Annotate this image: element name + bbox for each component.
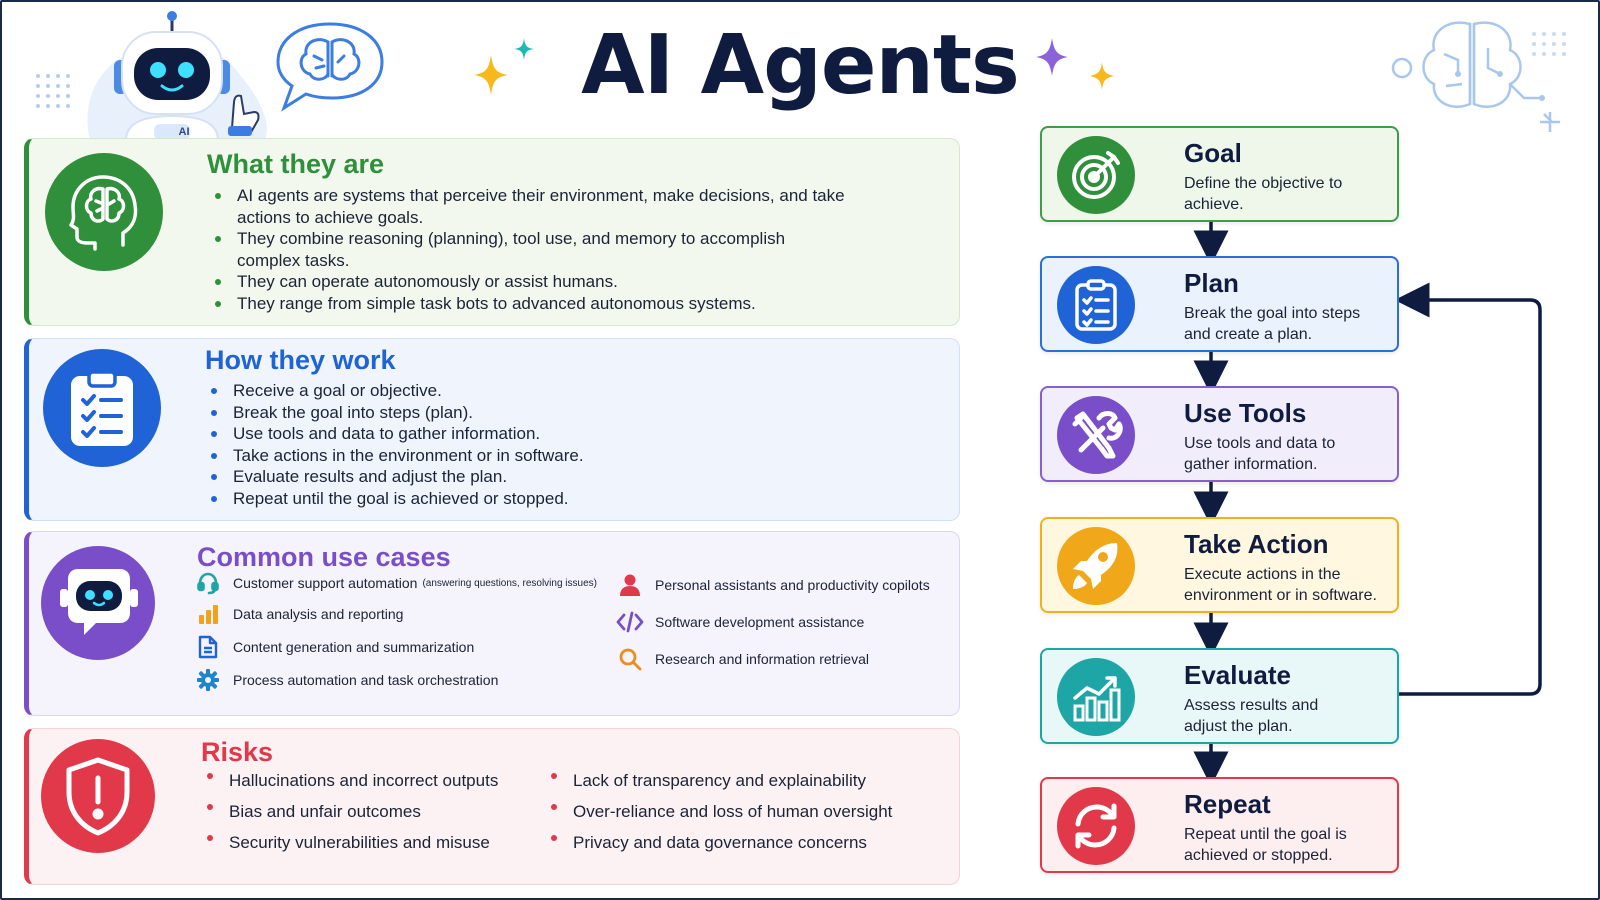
list-item: Over-reliance and loss of human oversigh… [545, 796, 945, 827]
sparkle-icon [474, 55, 508, 95]
step-description: Break the goal into steps and create a p… [1184, 305, 1361, 343]
step-description: Execute actions in the environment or in… [1184, 566, 1377, 604]
step-title: Take Action [1184, 529, 1329, 559]
step-description: Use tools and data to gather information… [1184, 435, 1336, 473]
brain-speech-bubble-icon [276, 22, 384, 112]
gear-icon [193, 667, 223, 693]
use-case-note: (answering questions, resolving issues) [422, 577, 597, 589]
clipboard-checklist-icon [43, 349, 161, 467]
code-icon [615, 609, 645, 635]
rocket-icon [1057, 527, 1135, 605]
flow-step-take-action: Take Action Execute actions in the envir… [1040, 517, 1399, 613]
what-they-are-title: What they are [207, 149, 385, 179]
list-item: They range from simple task bots to adva… [209, 293, 849, 315]
use-case-label: Process automation and task orchestratio… [233, 672, 499, 688]
sparkle-icon [1036, 38, 1068, 76]
headset-icon [193, 570, 223, 596]
list-item: Evaluate results and adjust the plan. [205, 466, 845, 488]
step-title: Goal [1184, 138, 1242, 168]
risks-title: Risks [201, 737, 274, 767]
use-case-item: Research and information retrieval [615, 646, 869, 672]
risks-list-left: Hallucinations and incorrect outputs Bia… [201, 765, 541, 858]
person-icon [615, 572, 645, 598]
flow-step-plan: Plan Break the goal into steps and creat… [1040, 256, 1399, 352]
circuit-brain-icon [1391, 21, 1566, 132]
bar-chart-icon [193, 601, 223, 627]
use-cases-panel: Common use cases Customer support automa… [24, 531, 960, 716]
flow-step-repeat: Repeat Repeat until the goal is achieved… [1040, 777, 1399, 873]
how-they-work-list: Receive a goal or objective. Break the g… [205, 380, 845, 509]
list-item: Repeat until the goal is achieved or sto… [205, 488, 845, 510]
list-item: Privacy and data governance concerns [545, 827, 945, 858]
use-case-label: Data analysis and reporting [233, 606, 404, 622]
list-item: Lack of transparency and explainability [545, 765, 945, 796]
use-case-item: Personal assistants and productivity cop… [615, 572, 930, 598]
flow-step-goal: Goal Define the objective to achieve. [1040, 126, 1399, 222]
document-icon [193, 634, 223, 660]
step-title: Plan [1184, 268, 1239, 298]
use-case-item: Data analysis and reporting [193, 601, 403, 627]
step-description: Repeat until the goal is achieved or sto… [1184, 826, 1347, 864]
cycle-arrows-icon [1057, 787, 1135, 865]
flow-step-use-tools: Use Tools Use tools and data to gather i… [1040, 386, 1399, 482]
risks-panel: Risks Hallucinations and incorrect outpu… [24, 728, 960, 885]
step-title: Repeat [1184, 789, 1271, 819]
risks-list-right: Lack of transparency and explainability … [545, 765, 945, 858]
list-item: Bias and unfair outcomes [201, 796, 541, 827]
how-they-work-title: How they work [205, 345, 396, 375]
growth-chart-icon [1057, 658, 1135, 736]
step-title: Use Tools [1184, 398, 1307, 428]
list-item: They can operate autonomously or assist … [209, 271, 849, 293]
list-item: Break the goal into steps (plan). [205, 402, 845, 424]
step-title: Evaluate [1184, 660, 1291, 690]
use-cases-title: Common use cases [197, 542, 451, 572]
target-icon [1057, 136, 1135, 214]
list-item: They combine reasoning (planning), tool … [209, 228, 849, 271]
how-they-work-panel: How they work Receive a goal or objectiv… [24, 338, 960, 521]
flow-step-evaluate: Evaluate Assess results and adjust the p… [1040, 648, 1399, 744]
use-case-label: Customer support automation [233, 575, 418, 591]
chatbot-icon [41, 546, 155, 660]
list-item: Receive a goal or objective. [205, 380, 845, 402]
head-brain-icon [45, 153, 163, 271]
tools-icon [1057, 396, 1135, 474]
magnifier-icon [615, 646, 645, 672]
list-item: AI agents are systems that perceive thei… [209, 185, 849, 228]
use-case-label: Content generation and summarization [233, 639, 475, 655]
page-title: AI Agents [581, 18, 1020, 113]
use-case-label: Research and information retrieval [655, 651, 869, 667]
step-description: Define the objective to achieve. [1184, 175, 1343, 213]
use-case-label: Personal assistants and productivity cop… [655, 577, 930, 593]
mascot-badge: AI [178, 126, 190, 138]
list-item: Take actions in the environment or in so… [205, 445, 845, 467]
use-case-label: Software development assistance [655, 614, 865, 630]
dot-grid-left [36, 74, 70, 108]
robot-mascot-icon [114, 11, 260, 140]
step-description: Assess results and adjust the plan. [1184, 697, 1319, 735]
use-case-item: Content generation and summarization [193, 634, 474, 660]
sparkle-icon [514, 38, 534, 60]
shield-warning-icon [41, 739, 155, 853]
list-item: Security vulnerabilities and misuse [201, 827, 541, 858]
use-case-item: Software development assistance [615, 609, 864, 635]
sparkle-icon [1090, 62, 1114, 90]
use-case-item: Customer support automation (answering qu… [193, 570, 597, 596]
use-case-item: Process automation and task orchestratio… [193, 667, 498, 693]
list-item: Use tools and data to gather information… [205, 423, 845, 445]
what-they-are-list: AI agents are systems that perceive thei… [209, 185, 849, 314]
what-they-are-panel: What they are AI agents are systems that… [24, 138, 960, 326]
list-item: Hallucinations and incorrect outputs [201, 765, 541, 796]
checklist-icon [1057, 266, 1135, 344]
